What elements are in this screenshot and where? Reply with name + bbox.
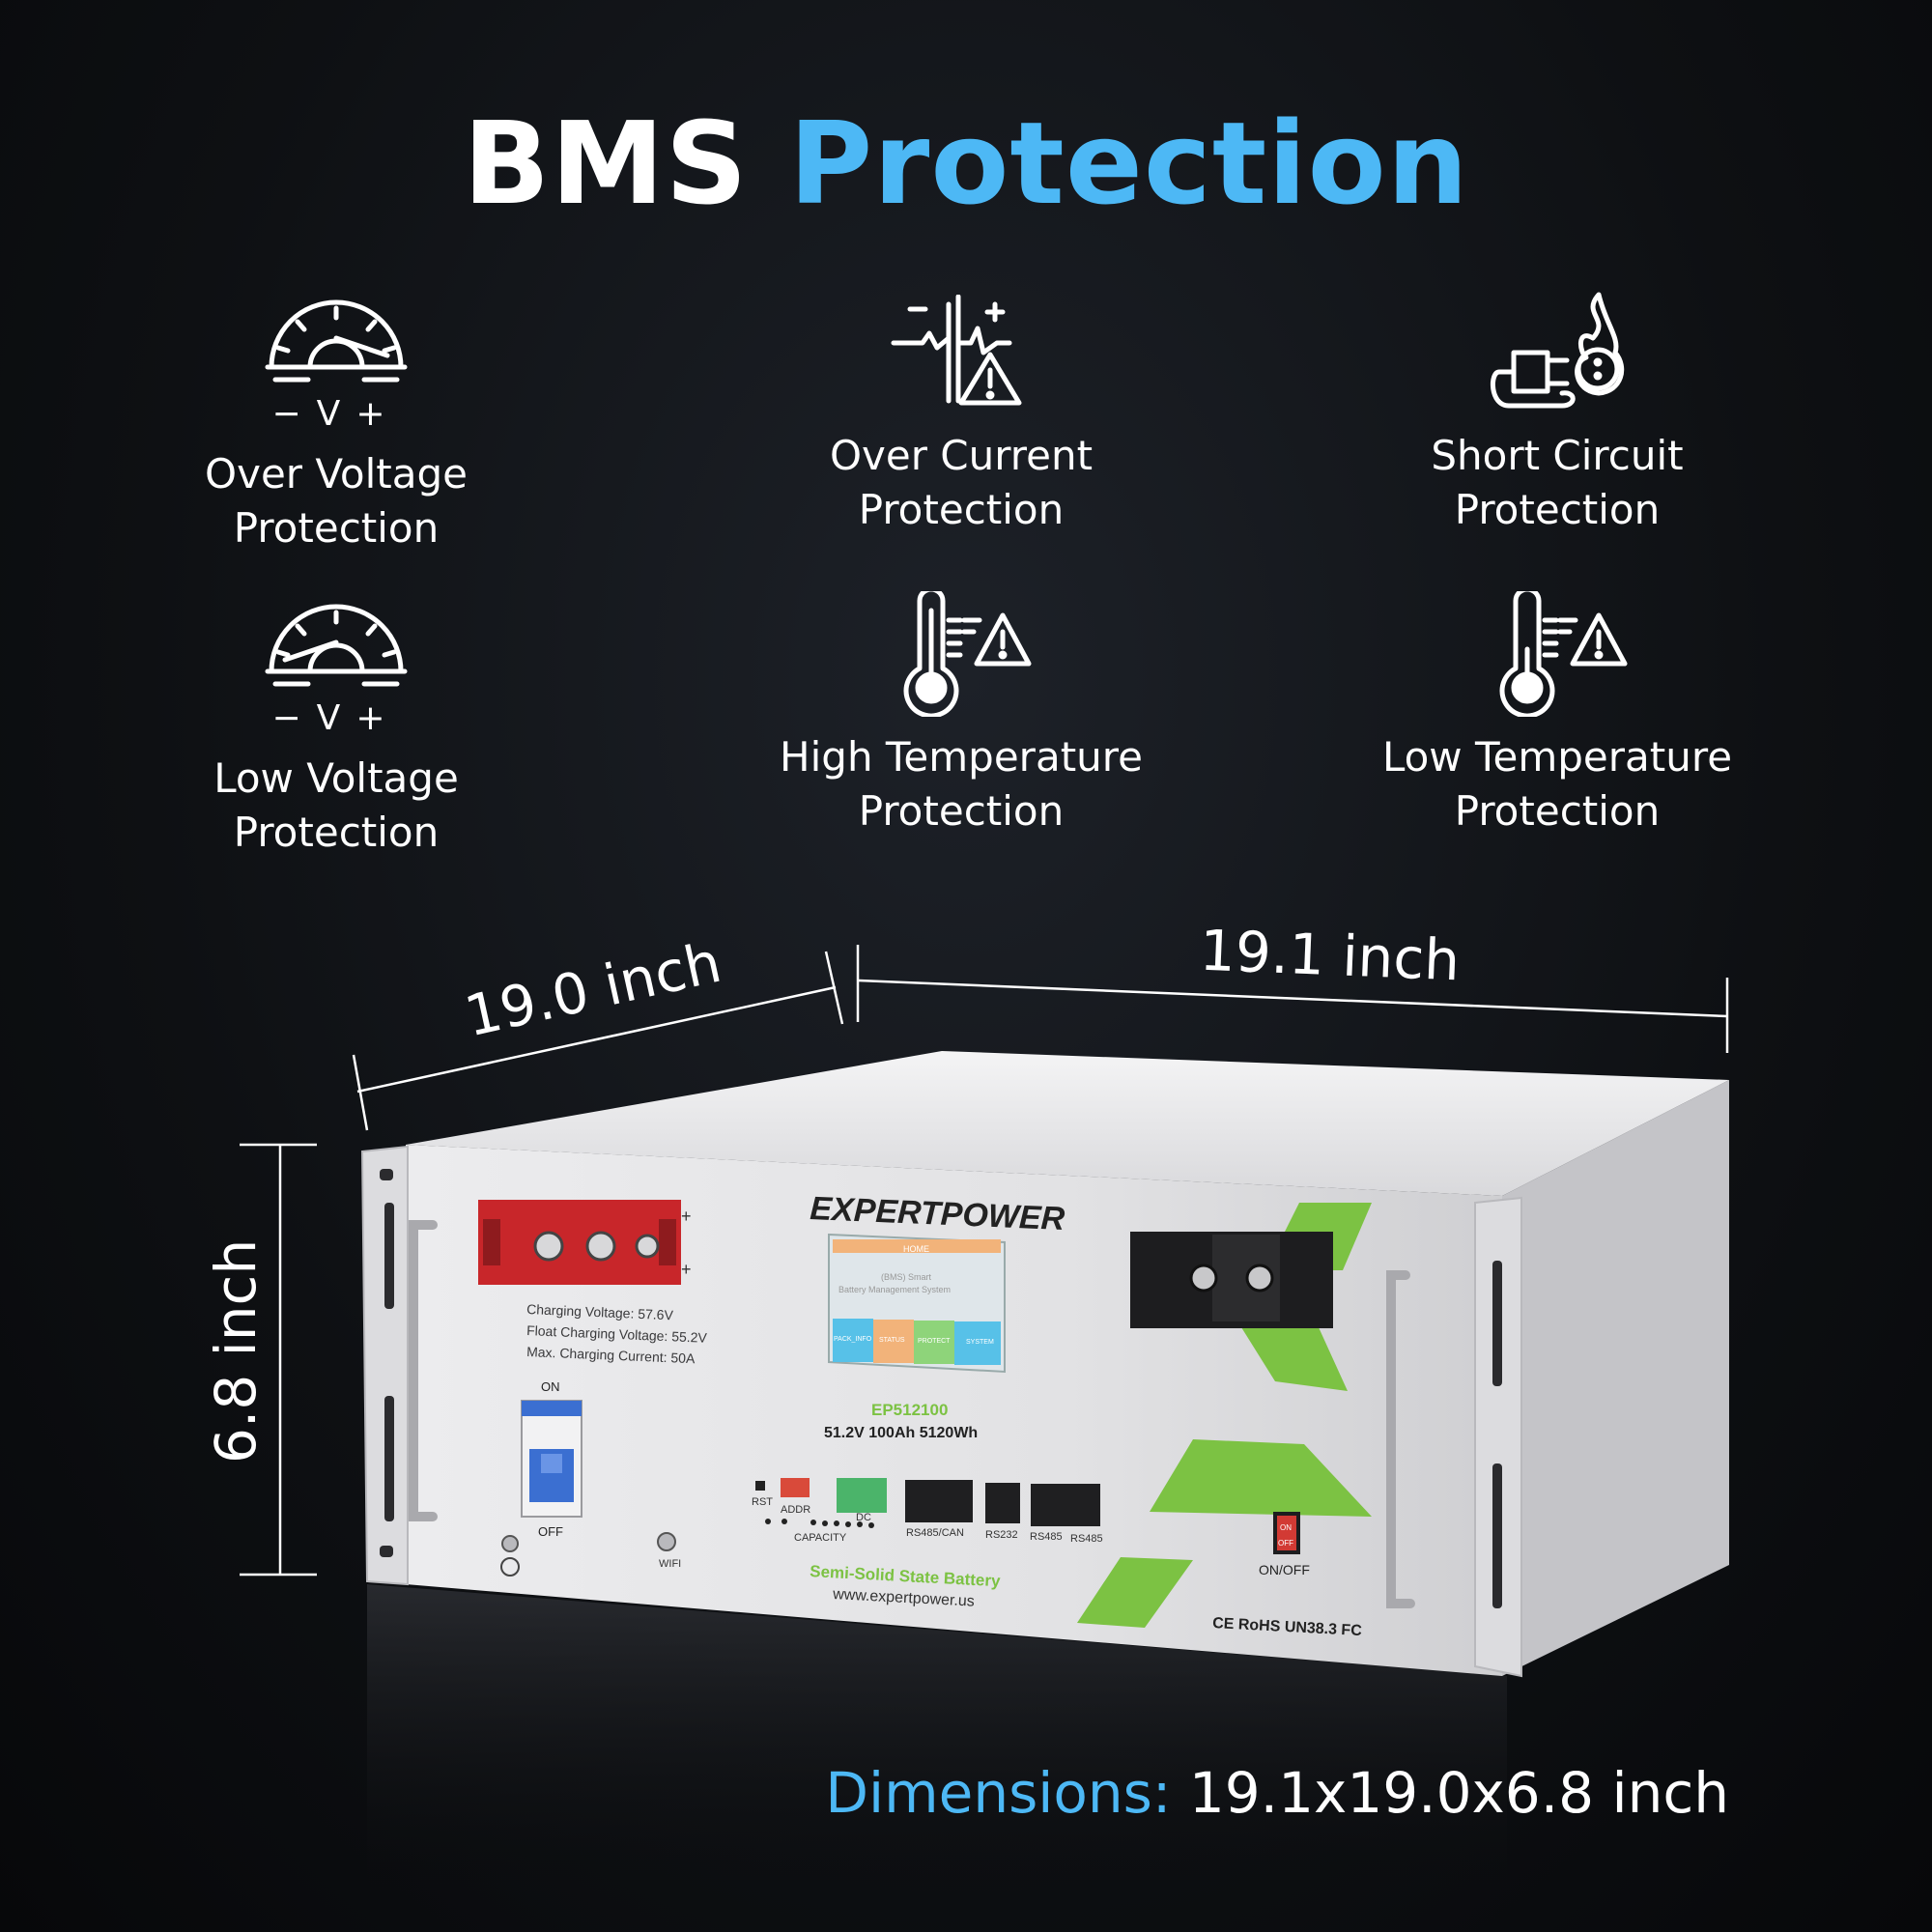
port-label-dc: DC [856, 1512, 871, 1523]
spec-line: Float Charging Voltage: 55.2V [526, 1322, 708, 1346]
feature-label: Low Temperature Protection [1325, 730, 1789, 838]
feature-subtitle: Protection [233, 809, 440, 856]
thermometer-warning-icon [903, 591, 1032, 717]
dimensions-value: 19.1x19.0x6.8 inch [1188, 1760, 1729, 1826]
right-handle [1386, 1270, 1415, 1608]
charging-specs: Charging Voltage: 57.6V Float Charging V… [526, 1301, 708, 1366]
current-warning-icon [891, 295, 1022, 406]
switch-on-label: ON [1280, 1523, 1292, 1532]
left-rack-ear [360, 1145, 409, 1586]
wifi-label: WIFI [659, 1558, 681, 1570]
ground-icon [500, 1557, 520, 1577]
port-label-rs485b: RS485 [1070, 1533, 1103, 1545]
plug-fire-icon [1490, 292, 1625, 409]
feature-label: Over Voltage Protection [104, 447, 568, 555]
plus-sign: + [355, 698, 401, 738]
voltage-gauge-icon [265, 299, 408, 383]
feature-title: Low Temperature [1381, 733, 1733, 781]
bms-screen: HOME (BMS) Smart Battery Management Syst… [828, 1233, 1006, 1374]
feature-label: Short Circuit Protection [1325, 429, 1789, 537]
screen-tab: PACK_INFO [834, 1336, 872, 1343]
feature-over-voltage: −V+ Over Voltage Protection [104, 295, 568, 555]
spec-line: Max. Charging Current: 50A [526, 1344, 696, 1366]
circuit-breaker [521, 1400, 582, 1518]
port-label-addr: ADDR [781, 1504, 810, 1516]
feature-subtitle: Protection [233, 504, 440, 552]
gauge-signs: −V+ [104, 394, 568, 434]
port-label-rs485a: RS485 [1030, 1531, 1063, 1543]
feature-label: High Temperature Protection [729, 730, 1193, 838]
switch-off-label: OFF [1278, 1539, 1293, 1548]
terminal-plus-2: + [681, 1260, 692, 1279]
feature-label: Over Current Protection [729, 429, 1193, 537]
minus-sign: − [271, 698, 317, 738]
screen-home: HOME [903, 1244, 929, 1254]
feature-subtitle: Protection [1454, 787, 1661, 835]
breaker-off-label: OFF [538, 1524, 563, 1539]
feature-subtitle: Protection [858, 787, 1065, 835]
feature-short-circuit: Short Circuit Protection [1325, 285, 1789, 537]
positive-terminal [478, 1200, 681, 1285]
wifi-antenna [657, 1532, 676, 1551]
battery-side [1502, 1080, 1729, 1676]
terminal-plus-1: + [681, 1207, 692, 1226]
right-rack-ear [1474, 1196, 1522, 1678]
plus-sign: + [355, 394, 401, 434]
feature-title: Over Current [829, 432, 1094, 479]
screen-line-2: Battery Management System [838, 1285, 951, 1294]
title-part-1: BMS [463, 97, 749, 230]
floor-reflection [367, 1584, 1507, 1893]
minus-sign: − [271, 394, 317, 434]
screen-tab: PROTECT [918, 1338, 951, 1345]
left-handle [409, 1220, 438, 1521]
thermometer-warning-icon [1499, 591, 1628, 717]
battery-top [406, 1051, 1729, 1196]
voltage-gauge-icon [265, 604, 408, 687]
title-part-2: Protection [788, 97, 1469, 230]
rating-text: 51.2V 100Ah 5120Wh [824, 1425, 978, 1441]
feature-high-temperature: High Temperature Protection [729, 591, 1193, 838]
screen-tab: SYSTEM [966, 1339, 994, 1346]
feature-over-current: Over Current Protection [729, 295, 1193, 537]
spec-line: Charging Voltage: 57.6V [526, 1301, 674, 1322]
feature-title: Short Circuit [1431, 432, 1684, 479]
port-label-rs232: RS232 [985, 1529, 1018, 1541]
feature-title: Over Voltage [205, 450, 468, 497]
page-title: BMS Protection [0, 97, 1932, 230]
feature-label: Low Voltage Protection [104, 752, 568, 860]
dimensions-label: Dimensions: [825, 1760, 1172, 1826]
port-label-rst: RST [752, 1496, 773, 1508]
gauge-signs: −V+ [104, 698, 568, 738]
switch-label: ON/OFF [1259, 1562, 1310, 1577]
negative-terminal [1130, 1232, 1333, 1328]
screen-tab: STATUS [879, 1337, 905, 1344]
feature-low-voltage: −V+ Low Voltage Protection [104, 599, 568, 860]
feature-title: Low Voltage [213, 754, 459, 802]
model-number: EP512100 [871, 1401, 948, 1419]
screen-line-1: (BMS) Smart [881, 1272, 932, 1282]
feature-low-temperature: Low Temperature Protection [1325, 591, 1789, 838]
feature-subtitle: Protection [858, 486, 1065, 533]
feature-subtitle: Protection [1454, 486, 1661, 533]
port-panel [755, 1478, 1100, 1528]
power-switch [1273, 1512, 1300, 1554]
feature-title: High Temperature [780, 733, 1143, 781]
v-sign: V [316, 394, 356, 434]
port-label-capacity: CAPACITY [794, 1532, 847, 1544]
dimensions-summary: Dimensions: 19.1x19.0x6.8 inch [825, 1760, 1729, 1826]
port-label-rs485can: RS485/CAN [906, 1527, 964, 1539]
breaker-on-label: ON [541, 1379, 560, 1394]
v-sign: V [316, 698, 356, 738]
ground-bolt [501, 1535, 519, 1552]
